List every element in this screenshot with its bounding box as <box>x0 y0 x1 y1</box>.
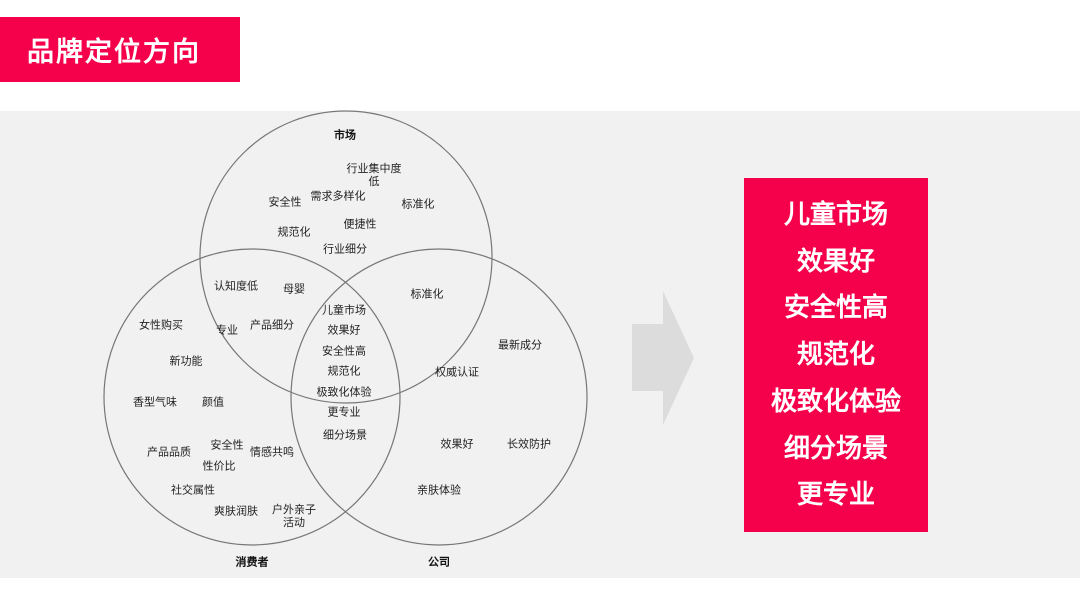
venn-label: 长效防护 <box>507 437 551 451</box>
venn-label: 细分场景 <box>323 428 367 442</box>
result-item: 效果好 <box>796 246 875 277</box>
page-title: 品牌定位方向 <box>27 37 201 68</box>
set-label-company: 公司 <box>428 555 450 569</box>
right-arrow-icon <box>632 291 694 425</box>
venn-label: 产品细分 <box>250 318 294 332</box>
result-item: 极致化体验 <box>770 386 901 417</box>
venn-label: 性价比 <box>202 459 236 473</box>
venn-label: 效果好 <box>327 323 361 337</box>
venn-label: 情感共鸣 <box>250 445 294 459</box>
result-item: 规范化 <box>796 340 875 370</box>
venn-label: 行业集中度 低 <box>346 162 402 188</box>
venn-label: 最新成分 <box>498 338 542 352</box>
venn-label: 母婴 <box>283 282 305 296</box>
venn-label: 规范化 <box>327 364 361 378</box>
venn-label: 标准化 <box>410 287 444 301</box>
venn-label: 爽肤润肤 <box>214 504 258 518</box>
positioning-result-box: 儿童市场 效果好 安全性高 规范化 极致化体验 细分场景 更专业 <box>744 178 928 532</box>
consumer-circle <box>103 248 401 546</box>
company-circle <box>290 248 588 546</box>
venn-label: 户外亲子 活动 <box>272 503 316 529</box>
venn-label: 产品品质 <box>147 445 191 459</box>
page-title-bar: 品牌定位方向 <box>0 17 240 82</box>
venn-label: 香型气味 <box>133 395 177 409</box>
result-item: 安全性高 <box>783 293 888 324</box>
venn-label: 需求多样化 <box>310 189 366 203</box>
result-item: 更专业 <box>796 480 875 511</box>
venn-label: 颜值 <box>202 395 224 409</box>
venn-label: 专业 <box>216 323 238 337</box>
set-label-consumer: 消费者 <box>235 555 269 569</box>
venn-label: 效果好 <box>440 437 474 451</box>
set-label-market: 市场 <box>334 128 356 142</box>
venn-label: 安全性 <box>210 438 244 452</box>
venn-label: 女性购买 <box>139 318 183 332</box>
venn-label: 认知度低 <box>214 279 258 293</box>
venn-label: 极致化体验 <box>316 385 372 399</box>
result-item: 儿童市场 <box>783 199 888 230</box>
venn-label: 权威认证 <box>435 365 479 379</box>
venn-label: 规范化 <box>277 225 311 239</box>
venn-label: 标准化 <box>401 197 435 211</box>
venn-label: 更专业 <box>327 405 361 419</box>
venn-label: 新功能 <box>169 354 203 368</box>
venn-label: 安全性高 <box>322 344 366 358</box>
market-circle <box>199 110 493 404</box>
venn-label: 安全性 <box>268 195 302 209</box>
venn-label: 社交属性 <box>171 483 215 497</box>
venn-label: 便捷性 <box>343 217 377 231</box>
venn-label: 儿童市场 <box>322 303 366 317</box>
venn-label: 行业细分 <box>323 242 367 256</box>
result-item: 细分场景 <box>783 433 888 464</box>
venn-label: 亲肤体验 <box>417 483 461 497</box>
